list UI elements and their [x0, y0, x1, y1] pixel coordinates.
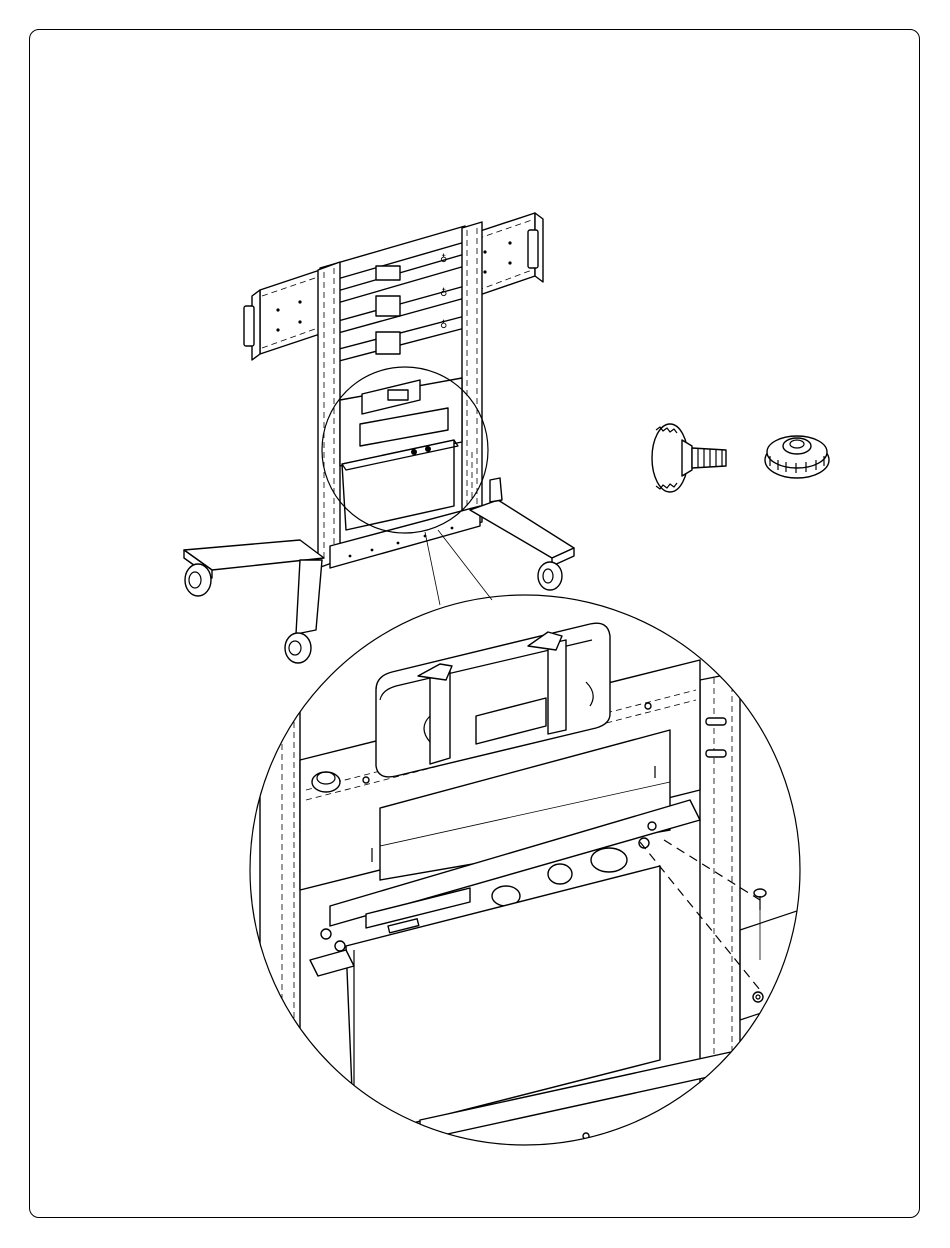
- svg-text:♁: ♁: [440, 319, 447, 331]
- thumb-screw: [652, 424, 726, 492]
- knurled-nut: [765, 436, 829, 478]
- detail-view: [260, 623, 800, 1160]
- left-upright: [318, 262, 340, 568]
- cross-bars: ♁ ♁ ♁: [320, 226, 465, 366]
- left-leg: [184, 540, 324, 663]
- shelf-area: [340, 378, 472, 530]
- left-mount-bracket: [244, 270, 320, 360]
- right-leg: [470, 478, 574, 590]
- svg-text:♁: ♁: [440, 287, 447, 299]
- svg-text:♁: ♁: [440, 253, 447, 265]
